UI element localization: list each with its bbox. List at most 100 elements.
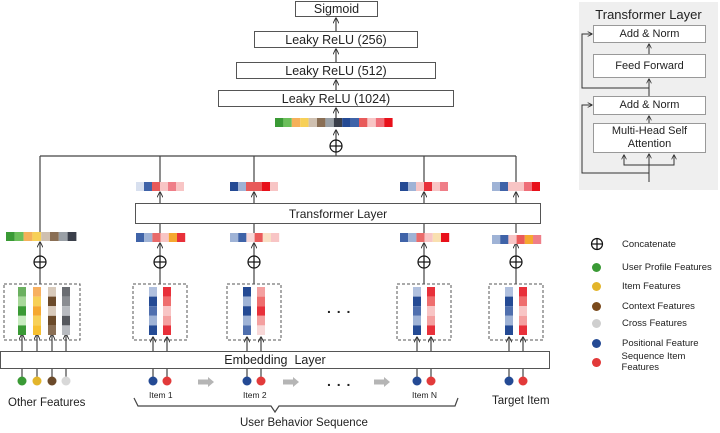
- sequence-input-cell: [441, 233, 450, 242]
- other-feature-embedding-cell: [33, 315, 41, 326]
- concat-output-cell: [333, 118, 343, 127]
- concatenate-icon: [509, 255, 523, 269]
- legend-item: User Profile Features: [590, 260, 712, 274]
- ellipsis-bottom: . . .: [327, 373, 352, 389]
- positional-embedding-cell: [413, 296, 421, 307]
- sequence-input-cell: [408, 233, 417, 242]
- other-feature-embedding-cell: [48, 306, 56, 316]
- concat-output-cell: [300, 118, 309, 127]
- legend-item: Cross Features: [590, 316, 687, 330]
- legend-item: Positional Feature: [590, 336, 699, 350]
- legend-label: Cross Features: [622, 317, 687, 329]
- other-feature-embedding-cell: [62, 325, 70, 335]
- positional-embedding-cell: [505, 287, 513, 297]
- sequence-input-cell: [533, 235, 542, 244]
- other-feature-embedding-cell: [48, 296, 56, 307]
- positional-embedding-cell: [149, 296, 157, 307]
- item-embedding-cell: [519, 287, 527, 297]
- other-feature-embedding-cell: [62, 296, 70, 307]
- other-features-embedding-cell: [67, 232, 77, 241]
- transformer-output-cell: [532, 182, 540, 191]
- item-input-dot: [518, 376, 528, 386]
- transformer-output-cell: [176, 182, 184, 191]
- sequence-input-cell: [136, 233, 145, 242]
- positional-embedding-cell: [149, 306, 157, 316]
- sigmoid-layer: Sigmoid: [295, 1, 378, 17]
- legend-label: User Profile Features: [622, 261, 712, 273]
- legend-item: Sequence Item Features: [590, 351, 720, 373]
- positional-embedding-cell: [413, 287, 421, 297]
- legend-label: Item Features: [622, 280, 681, 292]
- legend-label: Context Features: [622, 300, 695, 312]
- legend-color-dot-icon: [592, 262, 601, 272]
- sequence-input-cell: [262, 233, 271, 242]
- concat-output-cell: [367, 118, 376, 127]
- transformer-output-cell: [408, 182, 416, 191]
- legend-item: Concatenate: [590, 237, 676, 251]
- other-feature-embedding-cell: [33, 325, 41, 335]
- item-input-dot: [162, 376, 172, 386]
- item-1-label: Item 1: [149, 390, 173, 400]
- target-item-label: Target Item: [492, 395, 550, 407]
- transformer-output-cell: [440, 182, 448, 191]
- other-features-embedding-cell: [50, 232, 59, 241]
- transformer-output-cell: [516, 182, 524, 191]
- sequence-input-cell: [230, 233, 239, 242]
- sequence-input-cell: [416, 233, 425, 242]
- concat-output-cell: [317, 118, 326, 127]
- item-embedding-cell: [519, 296, 527, 307]
- item-embedding-cell: [519, 315, 527, 326]
- other-features-embedding-cell: [32, 232, 42, 241]
- sequence-arrow-icon: [283, 377, 299, 387]
- sequence-input-cell: [144, 233, 153, 242]
- concatenate-icon: [417, 255, 431, 269]
- embedding-layer: Embedding Layer: [0, 351, 550, 369]
- embedding-layer-label: Embedding Layer: [224, 353, 326, 367]
- transformer-output-cell: [168, 182, 176, 191]
- other-feature-embedding-cell: [33, 296, 41, 307]
- transformer-detail-panel: Transformer Layer Add & Norm Feed Forwar…: [579, 2, 718, 190]
- other-features-embedding-cell: [6, 232, 15, 241]
- transformer-output-cell: [432, 182, 440, 191]
- embedding-group-box: [3, 283, 81, 341]
- item-embedding-cell: [257, 315, 265, 326]
- positional-embedding-cell: [149, 315, 157, 326]
- item-embedding-cell: [427, 325, 435, 335]
- legend-label: Positional Feature: [622, 337, 699, 349]
- sequence-input-cell: [160, 233, 169, 242]
- embedding-group-box: [488, 283, 544, 341]
- other-feature-embedding-cell: [48, 315, 56, 326]
- transformer-output-cell: [508, 182, 516, 191]
- add-norm-bottom: Add & Norm: [593, 96, 706, 115]
- item-2-label: Item 2: [243, 390, 267, 400]
- concatenate-icon: [329, 139, 343, 153]
- positional-embedding-cell: [243, 296, 251, 307]
- other-feature-embedding-cell: [62, 315, 70, 326]
- positional-embedding-cell: [243, 306, 251, 316]
- positional-input-dot: [242, 376, 252, 386]
- positional-embedding-cell: [413, 306, 421, 316]
- positional-embedding-cell: [413, 325, 421, 335]
- transformer-output-cell: [160, 182, 168, 191]
- transformer-output-cell: [136, 182, 144, 191]
- sequence-input-cell: [516, 235, 525, 244]
- item-embedding-cell: [257, 325, 265, 335]
- sequence-input-cell: [524, 235, 533, 244]
- sequence-input-cell: [400, 233, 409, 242]
- embedding-group-box: [396, 283, 452, 341]
- transformer-output-cell: [262, 182, 270, 191]
- sequence-input-cell: [254, 233, 263, 242]
- legend-item: Item Features: [590, 279, 681, 293]
- transformer-output-cell: [492, 182, 500, 191]
- sequence-arrow-icon: [198, 377, 214, 387]
- transformer-layer-label: Transformer Layer: [288, 206, 388, 221]
- sequence-input-cell: [168, 233, 177, 242]
- other-feature-embedding-cell: [48, 287, 56, 297]
- other-feature-input-dot: [32, 376, 42, 386]
- transformer-output-cell: [524, 182, 532, 191]
- sequence-input-cell: [271, 233, 280, 242]
- positional-embedding-cell: [149, 325, 157, 335]
- other-features-embedding-cell: [58, 232, 68, 241]
- legend-color-dot-icon: [592, 281, 601, 291]
